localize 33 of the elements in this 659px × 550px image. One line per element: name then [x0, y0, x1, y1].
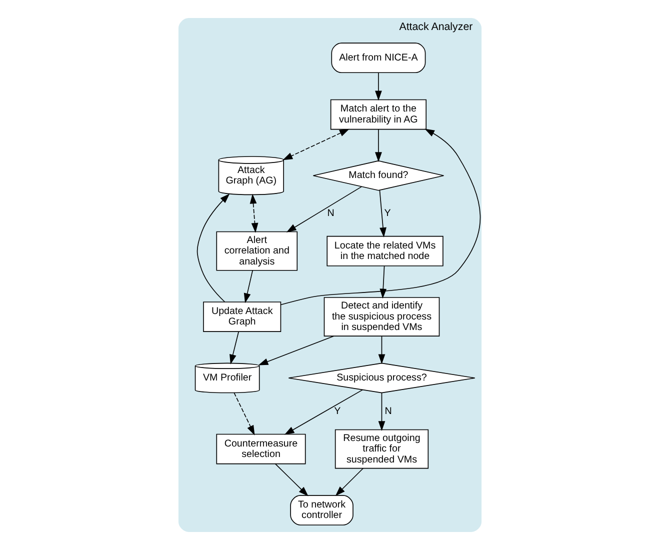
- arrow: [282, 128, 349, 160]
- node-box: Countermeasure selection: [216, 434, 306, 464]
- arrow: [284, 389, 363, 435]
- arrow: [334, 468, 364, 496]
- node-box: To network controller: [290, 495, 353, 526]
- edge-label: Y: [334, 406, 340, 417]
- arrow: [286, 186, 362, 232]
- arrow: [378, 392, 385, 431]
- arrow: [249, 194, 258, 233]
- edge-label: Y: [384, 208, 390, 219]
- node-box: Alert correlation and analysis: [216, 231, 298, 271]
- arrow: [379, 266, 386, 299]
- arrow: [196, 194, 230, 302]
- node-box: Update Attack Graph: [202, 302, 281, 332]
- edge-label: N: [326, 208, 334, 219]
- arrow: [378, 190, 386, 238]
- arrow: [233, 392, 254, 436]
- node-diamond: Suspicious process?: [288, 362, 475, 394]
- node-box: Resume outgoing traffic for suspended VMs: [334, 429, 428, 469]
- arrow: [378, 336, 385, 364]
- node-box: Locate the related VMs in the matched node: [326, 236, 443, 266]
- arrow: [229, 331, 238, 364]
- arrow: [258, 336, 334, 366]
- node-diamond: Match found?: [312, 160, 444, 191]
- arrow: [374, 72, 382, 101]
- arrow: [274, 464, 308, 496]
- edge-label: N: [384, 406, 392, 417]
- arrow: [280, 128, 480, 306]
- node-box: Detect and identify the suspicious process in suspended VMs: [323, 297, 440, 336]
- arrow: [374, 129, 382, 162]
- node-box: Alert from NICE-A: [330, 42, 426, 74]
- node-box: Match alert to the vulnerability in AG: [330, 99, 426, 130]
- arrow: [243, 270, 253, 304]
